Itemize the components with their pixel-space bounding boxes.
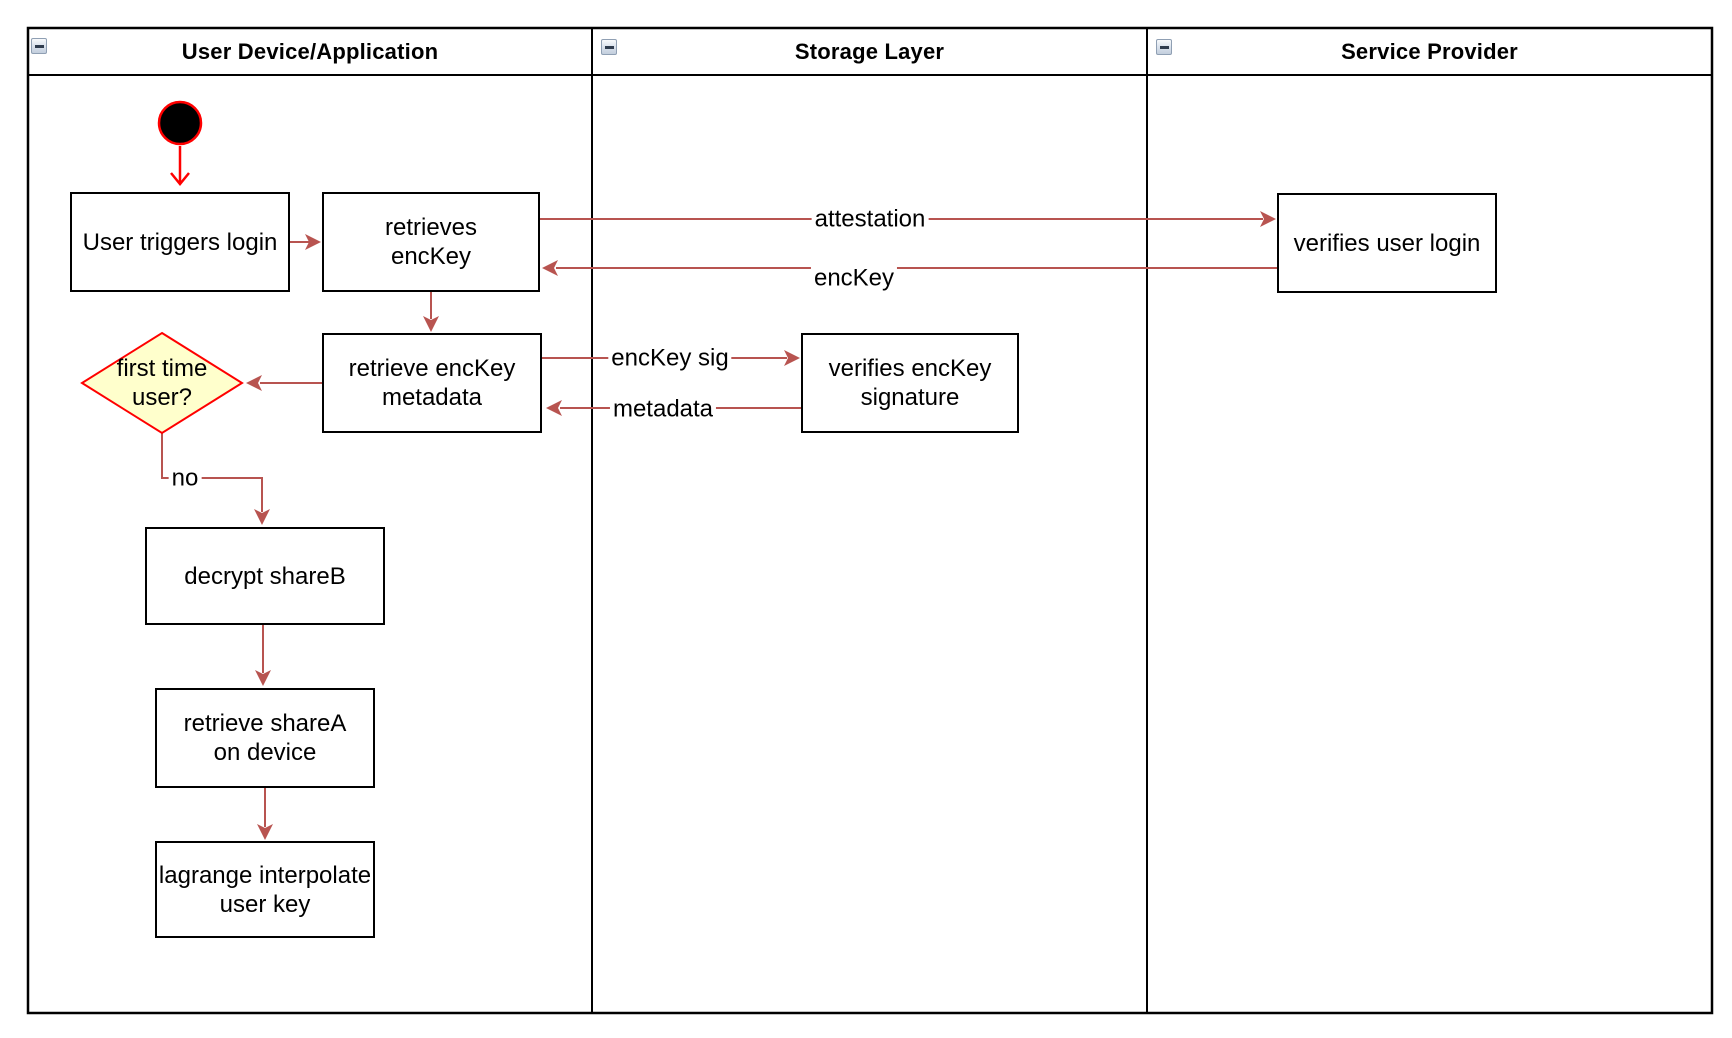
arrowhead-icon	[254, 509, 270, 525]
initial-state-node[interactable]	[157, 100, 203, 146]
edge-label-enckey: encKey	[810, 264, 898, 292]
lane-title: Service Provider	[1341, 38, 1518, 64]
node-retrieve-sharea-on-device[interactable]: retrieve shareA on device	[155, 688, 375, 788]
arrowhead-icon	[257, 824, 273, 840]
lane-header-service-provider: Service Provider	[1147, 28, 1712, 75]
collapse-lane-icon[interactable]	[601, 39, 617, 55]
edge-label-attestation: attestation	[811, 205, 929, 233]
decision-label: first time user?	[116, 355, 208, 411]
edge-label-enckey-sig: encKey sig	[608, 344, 732, 372]
node-verifies-user-login[interactable]: verifies user login	[1277, 193, 1497, 293]
arrowhead-icon	[246, 375, 262, 391]
arrowhead-icon	[784, 350, 800, 366]
node-retrieve-enckey-metadata[interactable]: retrieve encKey metadata	[322, 333, 542, 433]
arrowhead-icon	[305, 234, 321, 250]
lane-header-user-device: User Device/Application	[28, 28, 592, 75]
edge-label-no: no	[168, 464, 202, 492]
node-verifies-enckey-signature[interactable]: verifies encKey signature	[801, 333, 1019, 433]
node-decrypt-shareb[interactable]: decrypt shareB	[145, 527, 385, 625]
arrowhead-icon	[542, 260, 558, 276]
collapse-lane-icon[interactable]	[31, 38, 47, 54]
decision-first-time-user[interactable]	[80, 331, 244, 435]
swimlane-pool-border	[26, 26, 1714, 1015]
lane-header-storage-layer: Storage Layer	[592, 28, 1147, 75]
node-retrieves-enckey[interactable]: retrieves encKey	[322, 192, 540, 292]
open-arrowhead-icon	[170, 172, 190, 186]
lane-title: User Device/Application	[181, 38, 439, 64]
collapse-lane-icon[interactable]	[1156, 39, 1172, 55]
edge-label-metadata: metadata	[609, 395, 717, 423]
arrowhead-icon	[546, 400, 562, 416]
lane-title: Storage Layer	[794, 38, 945, 64]
minus-icon	[604, 45, 614, 49]
minus-icon	[1159, 45, 1169, 49]
arrowhead-icon	[423, 316, 439, 332]
arrowhead-icon	[255, 670, 271, 686]
node-user-triggers-login[interactable]: User triggers login	[70, 192, 290, 292]
arrowhead-icon	[1260, 211, 1276, 227]
edge-no-branch	[161, 433, 263, 512]
minus-icon	[34, 44, 44, 48]
node-lagrange-interpolate-user-key[interactable]: lagrange interpolate user key	[155, 841, 375, 938]
